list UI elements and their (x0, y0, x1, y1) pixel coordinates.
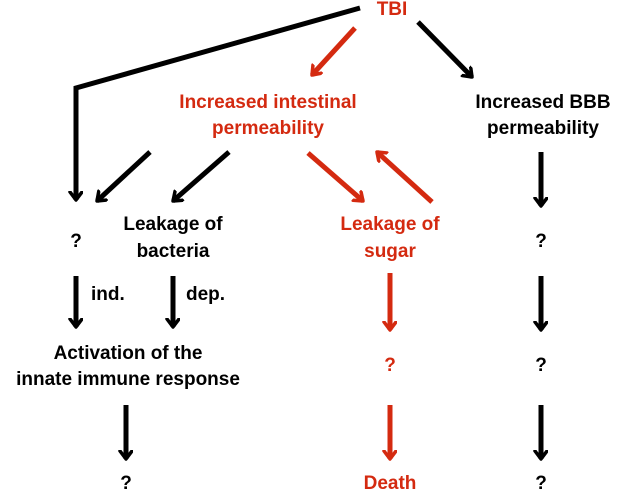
node-leakage-sugar-line1: Leakage of (340, 214, 440, 235)
label-ind: ind. (91, 284, 125, 305)
node-death: Death (363, 473, 417, 494)
label-dep: dep. (186, 284, 226, 305)
node-unknown-bbb-3: ? (535, 473, 547, 494)
node-bbb-permeability-line2: permeability (487, 118, 599, 139)
node-bbb-permeability-line1: Increased BBB (475, 92, 611, 113)
arrow-tbi-to-unknown-left (76, 5, 361, 200)
arrow-tbi-to-bbb (416, 20, 474, 79)
arrow-sugar-to-intestinal (377, 150, 434, 204)
node-intestinal-permeability-line2: permeability (212, 118, 324, 139)
arrow-intestinal-to-bacteria (173, 150, 231, 203)
node-innate-immune-line2: innate immune response (16, 369, 240, 390)
arrow-intestinal-to-sugar (306, 151, 363, 203)
node-leakage-bacteria-line1: Leakage of (123, 214, 223, 235)
node-innate-immune-line1: Activation of the (53, 343, 203, 364)
node-unknown-left: ? (70, 231, 82, 252)
node-intestinal-permeability-line1: Increased intestinal (179, 92, 357, 113)
arrow-intestinal-to-unknown-left (97, 150, 152, 203)
node-tbi: TBI (376, 0, 408, 20)
arrow-tbi-to-intestinal (310, 26, 357, 75)
node-unknown-bbb-1: ? (535, 231, 547, 252)
node-unknown-bbb-2: ? (535, 355, 547, 376)
node-leakage-bacteria-line2: bacteria (136, 241, 210, 262)
node-unknown-sugar: ? (384, 355, 396, 376)
node-unknown-innate: ? (120, 473, 132, 494)
node-leakage-sugar-line2: sugar (364, 241, 416, 262)
